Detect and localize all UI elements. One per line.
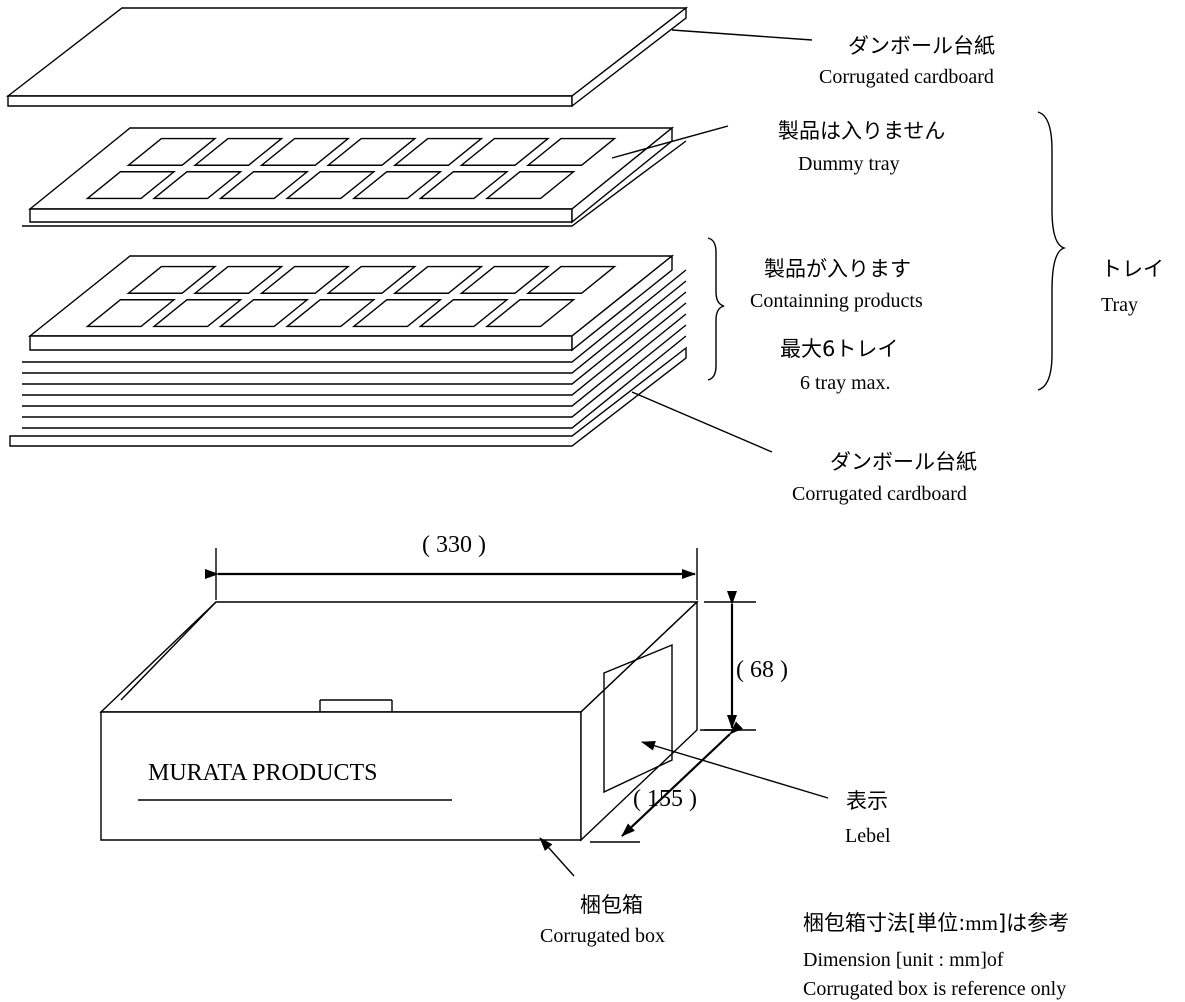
tray-pocket — [392, 137, 484, 166]
brace-containing — [707, 237, 725, 381]
brace-tray — [1037, 111, 1067, 391]
max-tray-label-en: 6 tray max. — [800, 372, 891, 394]
tray-layer-edge — [22, 335, 687, 429]
tray-layer-edge — [22, 269, 687, 363]
top-cardboard-label-jp: ダンボール台紙 — [848, 34, 995, 58]
tray-pocket — [392, 265, 484, 294]
tray-pocket — [193, 137, 284, 166]
leader-top-cardboard — [671, 29, 813, 41]
dimension-depth — [590, 721, 743, 843]
reference-note-en-1: Dimension [unit : mm]of — [803, 949, 1004, 971]
tray-pocket — [259, 137, 351, 166]
tray-pocket — [351, 299, 443, 328]
dummy-tray-label-en: Dummy tray — [798, 153, 900, 175]
box-label-jp: 梱包箱 — [580, 893, 643, 917]
tray-pocket — [218, 171, 310, 200]
reference-note-en-2: Corrugated box is reference only — [803, 978, 1066, 1000]
tray-pocket — [126, 137, 218, 166]
tray-pocket — [285, 171, 376, 200]
tray-pocket — [85, 171, 177, 200]
dimension-width — [205, 548, 698, 600]
tray-label-jp: トレイ — [1101, 257, 1164, 281]
tray-stack-layers — [9, 269, 687, 447]
leader-box-arrow — [539, 837, 575, 877]
dimension-depth-label: ( 155 ) — [633, 786, 697, 812]
tray-pocket — [126, 265, 218, 294]
box-label-en: Corrugated box — [540, 925, 665, 947]
tray-pocket — [326, 265, 417, 294]
tray-pocket — [418, 171, 509, 200]
tray-layer-edge — [22, 280, 687, 374]
tray-pocket — [459, 137, 550, 166]
tray-pocket — [418, 299, 509, 328]
lebel-label-jp: 表示 — [846, 789, 888, 813]
containing-label-jp: 製品が入ります — [764, 257, 911, 281]
tray-label-en: Tray — [1101, 294, 1138, 316]
dimension-width-label: ( 330 ) — [422, 532, 486, 558]
tray-pocket — [326, 137, 417, 166]
product-tray-pockets — [85, 265, 617, 328]
tray-pocket — [259, 265, 351, 294]
tray-pocket — [484, 299, 576, 328]
top-cardboard-sheet — [5, 6, 689, 108]
tray-pocket — [218, 299, 310, 328]
tray-layer-edge — [22, 324, 687, 418]
box-print-text: MURATA PRODUCTS — [148, 760, 377, 786]
containing-label-en: Containning products — [750, 290, 923, 312]
dummy-tray-pockets — [85, 137, 617, 200]
leader-bottom-cardboard — [631, 391, 773, 453]
bottom-cardboard-label-jp: ダンボール台紙 — [830, 450, 977, 474]
tray-pocket — [152, 299, 243, 328]
dimension-height-label: ( 68 ) — [736, 657, 788, 683]
tray-layer-edge — [22, 313, 687, 407]
tray-layer-edge — [22, 302, 687, 396]
leader-label-arrow — [641, 740, 829, 799]
lebel-label-en: Lebel — [845, 825, 891, 847]
bottom-cardboard-label-en: Corrugated cardboard — [792, 483, 967, 505]
tray-pocket — [193, 265, 284, 294]
product-tray-stack — [9, 254, 687, 447]
bottom-cardboard-sheet — [9, 346, 687, 447]
tray-pocket — [525, 137, 617, 166]
tray-pocket — [152, 171, 243, 200]
leader-dummy-tray — [611, 125, 729, 159]
tray-pocket — [459, 265, 550, 294]
reference-note-jp: 梱包箱寸法[単位:mm]は参考 — [803, 911, 1069, 935]
tray-pocket — [484, 171, 576, 200]
tray-pocket — [285, 299, 376, 328]
box-tape-seam — [319, 699, 393, 712]
tray-pocket — [351, 171, 443, 200]
max-tray-label-jp: 最大6トレイ — [780, 337, 898, 361]
dummy-tray — [22, 126, 687, 227]
tray-layer-edge — [22, 291, 687, 385]
tray-pocket — [85, 299, 177, 328]
dummy-tray-label-jp: 製品は入りません — [778, 119, 945, 143]
tray-pocket — [525, 265, 617, 294]
corrugated-box: MURATA PRODUCTS — [99, 600, 699, 842]
top-cardboard-label-en: Corrugated cardboard — [819, 66, 994, 88]
